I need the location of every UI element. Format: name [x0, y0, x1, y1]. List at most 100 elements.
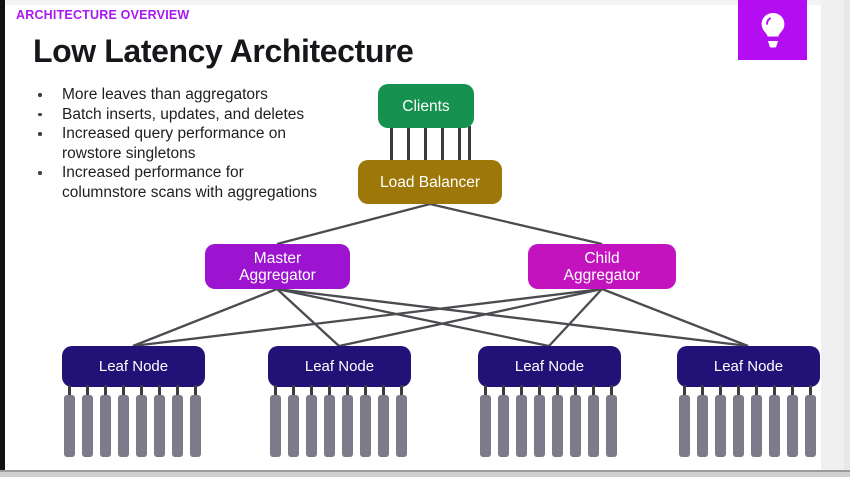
- disk-bar: [270, 395, 281, 457]
- list-item: Increased query performance on rowstore …: [30, 124, 330, 163]
- disk-bar: [697, 395, 708, 457]
- node-master-aggregator[interactable]: Master Aggregator: [205, 244, 350, 289]
- leaf-disk-group: [679, 395, 816, 457]
- node-clients[interactable]: Clients: [378, 84, 474, 128]
- slide-eyebrow: ARCHITECTURE OVERVIEW: [16, 8, 190, 22]
- disk-bar: [396, 395, 407, 457]
- leaf-disk-group: [270, 395, 407, 457]
- disk-bar: [769, 395, 780, 457]
- disk-stem: [683, 385, 686, 397]
- disk-stem: [104, 385, 107, 397]
- lightbulb-icon: [761, 13, 784, 48]
- list-item: Increased performance for columnstore sc…: [30, 163, 330, 202]
- disk-bar: [679, 395, 690, 457]
- list-item: More leaves than aggregators: [30, 85, 330, 105]
- disk-stem: [484, 385, 487, 397]
- disk-bar: [733, 395, 744, 457]
- lightbulb-badge: [738, 0, 807, 60]
- disk-bar: [498, 395, 509, 457]
- disk-stem: [556, 385, 559, 397]
- disk-bar: [288, 395, 299, 457]
- disk-bar: [570, 395, 581, 457]
- disk-stem: [502, 385, 505, 397]
- node-leaf-4[interactable]: Leaf Node: [677, 346, 820, 387]
- frame-bottom-edge: [0, 472, 850, 477]
- disk-stem: [701, 385, 704, 397]
- disk-stem: [86, 385, 89, 397]
- disk-stem: [158, 385, 161, 397]
- disk-stem: [592, 385, 595, 397]
- disk-bar: [82, 395, 93, 457]
- frame-top-strip: [5, 0, 821, 5]
- disk-bar: [154, 395, 165, 457]
- edge-master-leaf4: [276, 287, 749, 348]
- disk-stem: [719, 385, 722, 397]
- disk-bar: [588, 395, 599, 457]
- disk-stem: [274, 385, 277, 397]
- page-title: Low Latency Architecture: [33, 33, 414, 69]
- disk-bar: [480, 395, 491, 457]
- disk-bar: [516, 395, 527, 457]
- client-connector: [458, 126, 461, 162]
- disk-bar: [100, 395, 111, 457]
- client-connector: [390, 126, 393, 162]
- node-leaf-3[interactable]: Leaf Node: [478, 346, 621, 387]
- disk-stem: [400, 385, 403, 397]
- disk-stem: [346, 385, 349, 397]
- edge-master-leaf2: [276, 288, 340, 347]
- edge-child-leaf3: [548, 288, 603, 347]
- disk-bar: [552, 395, 563, 457]
- disk-stem: [755, 385, 758, 397]
- disk-stem: [574, 385, 577, 397]
- node-child-aggregator-line1: Child: [584, 249, 620, 267]
- edge-child-leaf1: [132, 287, 603, 348]
- disk-bar: [360, 395, 371, 457]
- edge-master-leaf1: [132, 287, 278, 348]
- disk-bar: [606, 395, 617, 457]
- frame-right-edge: [844, 0, 850, 477]
- disk-bar: [136, 395, 147, 457]
- disk-bar: [534, 395, 545, 457]
- node-master-aggregator-line2: Aggregator: [239, 266, 316, 284]
- edge-lb-child: [429, 202, 603, 246]
- disk-stem: [310, 385, 313, 397]
- disk-stem: [364, 385, 367, 397]
- node-child-aggregator[interactable]: Child Aggregator: [528, 244, 676, 289]
- node-leaf-1[interactable]: Leaf Node: [62, 346, 205, 387]
- disk-stem: [140, 385, 143, 397]
- disk-bar: [172, 395, 183, 457]
- node-load-balancer[interactable]: Load Balancer: [358, 160, 502, 204]
- client-connector: [468, 126, 471, 162]
- disk-stem: [538, 385, 541, 397]
- list-item: Batch inserts, updates, and deletes: [30, 105, 330, 125]
- disk-stem: [791, 385, 794, 397]
- frame-bottom-inner-edge: [0, 470, 850, 472]
- disk-stem: [737, 385, 740, 397]
- node-master-aggregator-line1: Master: [253, 249, 302, 267]
- disk-bar: [306, 395, 317, 457]
- disk-stem: [122, 385, 125, 397]
- disk-bar: [751, 395, 762, 457]
- edge-child-leaf2: [338, 287, 603, 348]
- disk-stem: [773, 385, 776, 397]
- disk-stem: [382, 385, 385, 397]
- client-connector: [441, 126, 444, 162]
- disk-bar: [715, 395, 726, 457]
- disk-stem: [68, 385, 71, 397]
- disk-stem: [328, 385, 331, 397]
- edge-master-leaf3: [276, 287, 550, 348]
- disk-bar: [190, 395, 201, 457]
- disk-bar: [64, 395, 75, 457]
- node-child-aggregator-line2: Aggregator: [563, 266, 641, 284]
- frame-left-edge: [0, 0, 5, 477]
- edge-lb-master: [276, 202, 431, 246]
- disk-stem: [520, 385, 523, 397]
- disk-bar: [805, 395, 816, 457]
- disk-stem: [194, 385, 197, 397]
- leaf-disk-group: [480, 395, 617, 457]
- disk-bar: [787, 395, 798, 457]
- node-leaf-2[interactable]: Leaf Node: [268, 346, 411, 387]
